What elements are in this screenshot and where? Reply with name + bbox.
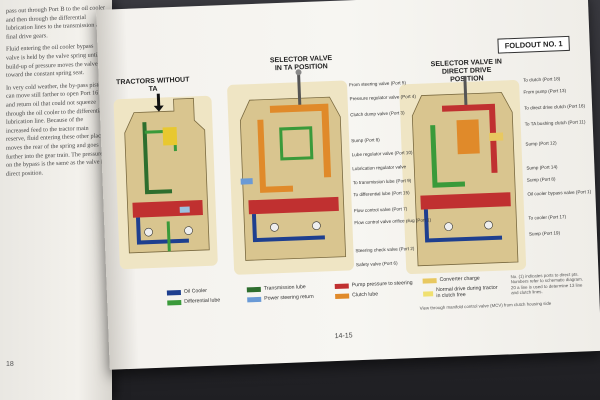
callout-label: Clutch dump valve (Port 3) [350,110,405,118]
callout-label: Oil cooler bypass valve (Port 1) [527,189,592,197]
legend-label: Power steering return [264,293,314,302]
foldout-label: FOLDOUT NO. 1 [497,35,570,54]
foldout-page: FOLDOUT NO. 1 TRACTORS WITHOUT TA SELECT… [96,0,600,370]
callout-label: Flow control valve (Port 7) [353,206,408,214]
left-page-number: 18 [6,361,14,368]
legend-swatch [166,289,181,295]
callout-label: Sump (Port 8) [526,176,556,183]
legend-item: Normal drive during tractor in clutch fr… [423,285,503,300]
left-page-text: pass out through Port B to the oil coole… [6,4,106,183]
legend-swatch [423,290,434,297]
legend-item: Power steering return [247,294,314,303]
diagram-3-drawing [411,75,519,267]
legend-swatch [246,286,261,292]
callout-label: Sump (Port 19) [528,230,561,237]
legend-item: Converter charge [422,275,480,284]
legend-swatch [334,283,349,289]
legend-label: Normal drive during tractor in clutch fr… [436,284,498,300]
callout-label: Safety valve (Port 6) [355,260,398,268]
callout-label: From steering valve (Port 5) [348,80,407,88]
legend-label: Pump pressure to steering [351,280,413,289]
callout-label: Lubrication regulator valve [352,164,407,172]
legend-item: Oil Cooler [166,287,208,296]
callout-label: To TA bushing clutch (Port 11) [524,119,586,127]
callout-label: From pump (Port 13) [523,88,567,95]
legend-swatch [167,299,182,305]
footnote: No. (1) indicates ports to direct pts. N… [510,271,584,296]
legend-label: Oil Cooler [183,287,208,295]
callout-label: To differential lube (Port 15) [353,190,410,198]
callout-label: To direct drive clutch (Port 16) [523,103,586,111]
callouts-right: To clutch (Port 18) From pump (Port 13) … [523,75,591,236]
legend-label: Clutch lube [352,291,379,299]
legend-label: Differential lube [184,297,221,305]
legend-item: Pump pressure to steering [334,280,413,289]
legend-swatch [335,292,350,299]
right-page-number: 14-15 [334,332,353,341]
legend-item: Differential lube [167,297,220,305]
left-paragraph: In very cold weather, the by-pass piston… [6,81,106,178]
callout-label: Sump (Port 14) [526,164,558,171]
legend-swatch [422,277,437,284]
callout-label: Sump (Port 12) [525,140,557,147]
left-paragraph: Fluid entering the oil cooler bypass val… [6,43,104,79]
bottom-caption: View through manifold control valve (MCV… [419,300,552,311]
legend-item: Transmission lube [246,284,306,292]
callout-label: To clutch (Port 18) [522,76,561,83]
legend-item: Clutch lube [335,291,378,299]
callouts-left: From steering valve (Port 5) Pressure re… [349,80,431,267]
left-page: pass out through Port B to the oil coole… [0,0,112,400]
legend-label: Converter charge [439,275,480,284]
diagram-1-drawing [124,93,210,254]
diagram-2-drawing [239,69,347,261]
callout-label: Sump (Port 8) [351,137,380,144]
legend-label: Transmission lube [263,284,306,292]
legend-swatch [247,296,262,302]
left-paragraph: pass out through Port B to the oil coole… [6,4,105,41]
callout-label: To cooler (Port 17) [528,214,567,221]
